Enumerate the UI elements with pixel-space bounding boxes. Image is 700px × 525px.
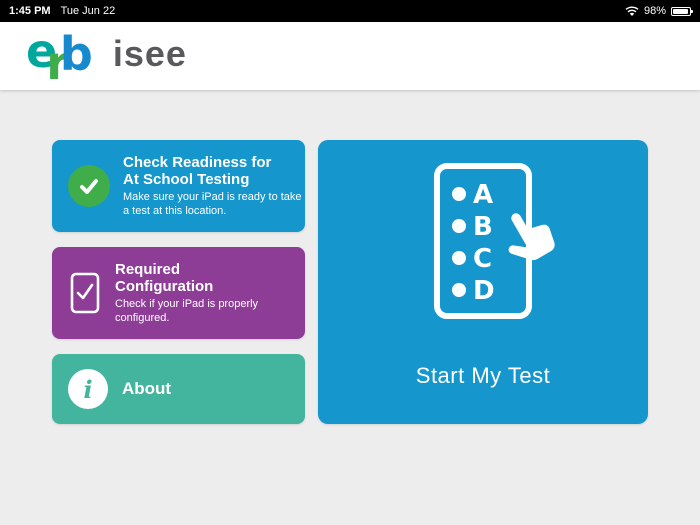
start-my-test-label: Start My Test [415,363,551,388]
start-my-test-button[interactable]: A B C D Start My Test [318,140,648,424]
answer-letter-b: B [473,212,493,242]
info-icon: i [68,369,108,409]
status-time: 1:45 PM [9,5,51,17]
erb-logo: e r b [26,27,93,86]
about-button[interactable]: i About [52,354,305,424]
left-button-column: Check Readiness for At School Testing Ma… [52,140,305,424]
tablet-check-icon [68,271,102,315]
configuration-title: Required Configuration [115,260,214,295]
logo-letter-r: r [46,36,69,90]
configuration-subtitle: Check if your iPad is properly configure… [115,298,259,324]
status-bar: 1:45 PM Tue Jun 22 98% [0,0,700,22]
answer-letter-c: C [473,244,492,274]
wifi-icon [625,5,639,17]
readiness-subtitle: Make sure your iPad is ready to take a t… [123,191,302,217]
hand-pointer-icon [508,213,555,261]
about-label: About [122,379,172,398]
readiness-title: Check Readiness for At School Testing [123,153,272,188]
battery-icon [671,6,693,16]
logo-letter-b: b [59,27,93,81]
status-date: Tue Jun 22 [60,5,116,17]
answer-letter-d: D [473,276,495,306]
battery-percent: 98% [643,5,666,17]
answer-letter-a: A [473,180,493,210]
answer-sheet-hand-icon: A B C D [427,158,577,355]
app-title: isee [112,33,187,74]
checkmark-circle-icon [68,165,110,207]
required-configuration-button[interactable]: Required Configuration Check if your iPa… [52,247,305,339]
header: e r b isee [0,22,700,90]
logo-letter-e: e [26,24,58,78]
check-readiness-button[interactable]: Check Readiness for At School Testing Ma… [52,140,305,232]
main-content: Check Readiness for At School Testing Ma… [0,90,700,525]
